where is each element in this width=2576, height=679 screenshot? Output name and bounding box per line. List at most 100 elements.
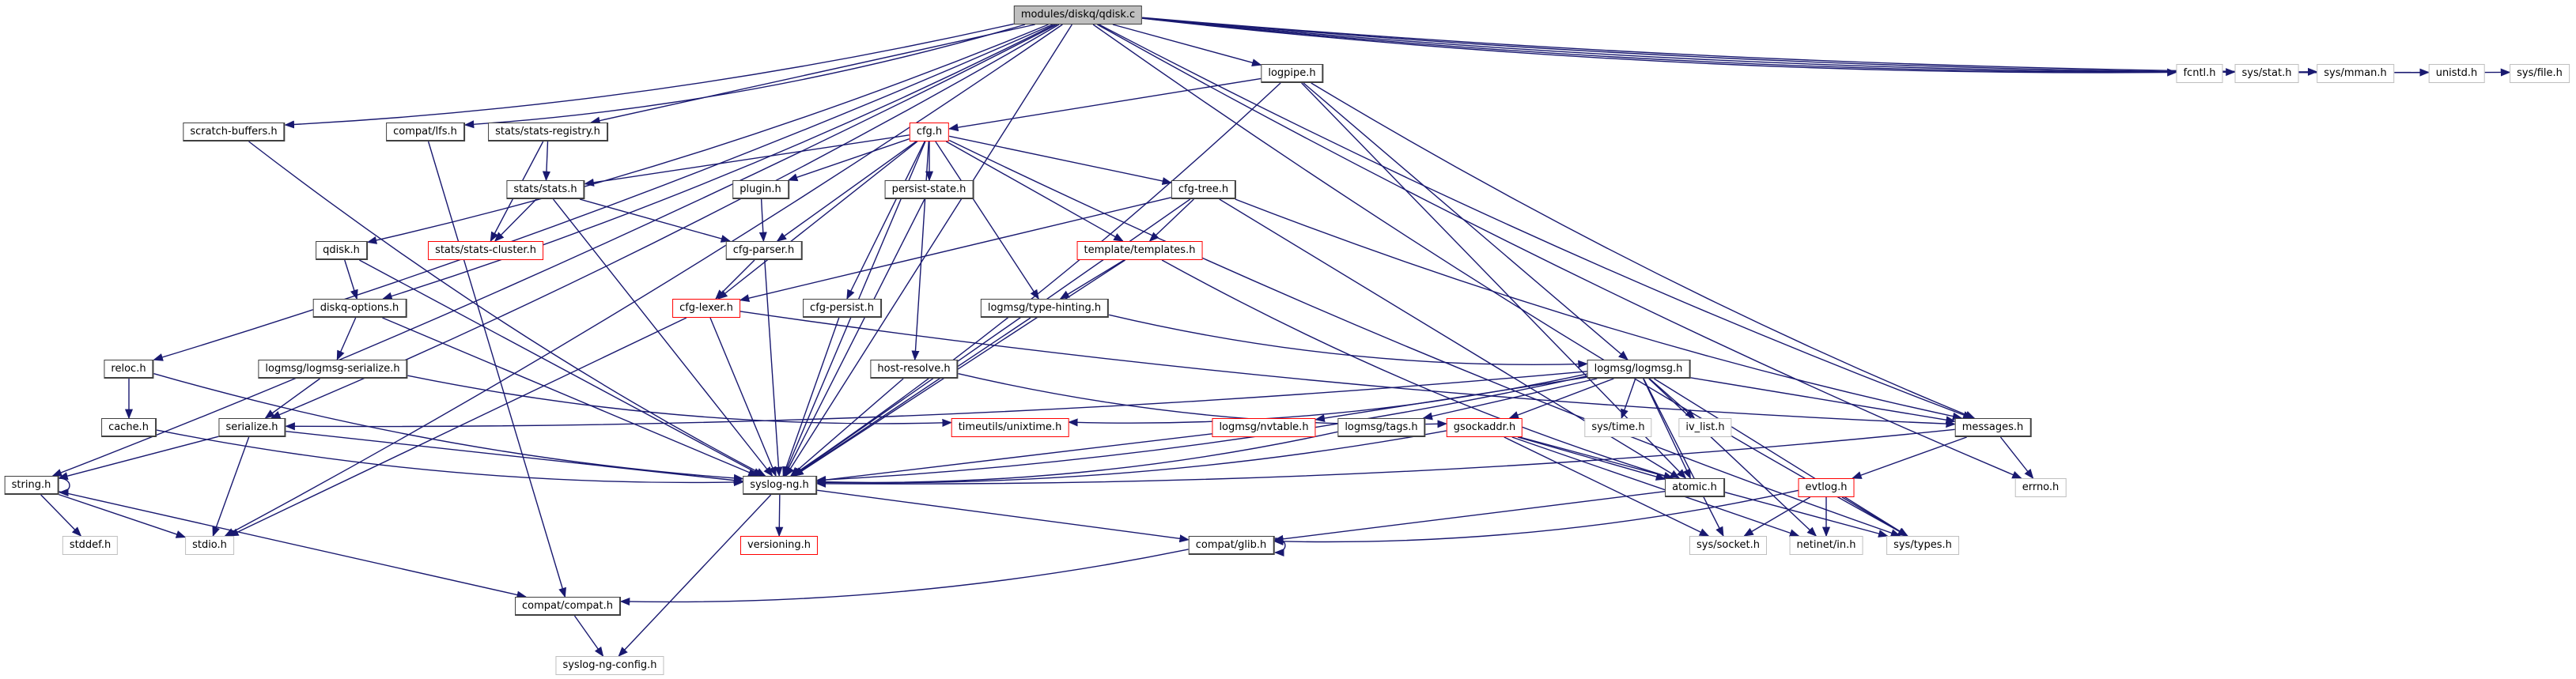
node-string[interactable]: string.h [4,476,59,495]
node-stdio[interactable]: stdio.h [185,536,234,555]
edge-qdisk-c-to-sys-stat [1142,17,2236,77]
node-unixtime[interactable]: timeutils/unixtime.h [951,418,1069,437]
node-qdisk-h[interactable]: qdisk.h [316,241,368,260]
node-label: errno.h [2022,481,2060,493]
edge-cfg-tree-to-syslog-ng [792,198,1191,477]
edge-serialize-to-stdio [212,436,250,538]
node-compat[interactable]: compat/compat.h [515,597,621,616]
node-diskq-options[interactable]: diskq-options.h [312,299,407,318]
node-tags[interactable]: logmsg/tags.h [1337,418,1426,437]
node-atomic[interactable]: atomic.h [1665,478,1725,497]
node-persist-state[interactable]: persist-state.h [884,180,974,199]
node-host-resolve[interactable]: host-resolve.h [870,360,959,379]
node-serialize[interactable]: serialize.h [218,418,286,437]
node-templates[interactable]: template/templates.h [1076,241,1203,260]
edge-qdisk-c-to-fcntl [1142,17,2177,77]
edge-qdisk-c-to-errno [1097,24,2022,479]
node-cfg[interactable]: cfg.h [909,123,950,141]
edge-cfg-to-templates [945,141,1124,242]
edge-qdisk-h-to-syslog-ng [359,259,763,477]
edge-stats-to-stats-cluster [494,198,537,242]
edge-syslog-ng-to-glib [816,489,1190,543]
node-type-hinting[interactable]: logmsg/type-hinting.h [980,299,1110,318]
node-evtlog[interactable]: evtlog.h [1798,478,1855,497]
edge-nvtable-to-syslog-ng [815,433,1212,485]
node-config[interactable]: syslog-ng-config.h [555,656,664,675]
edge-evtlog-to-sys-socket [1743,496,1810,537]
edge-cfg-parser-to-cfg-lexer [715,259,755,300]
node-reloc[interactable]: reloc.h [104,360,154,379]
edge-logmsg-to-gsockaddr [1508,378,1614,419]
node-sys-socket[interactable]: sys/socket.h [1689,536,1768,555]
node-cache[interactable]: cache.h [101,418,157,437]
edge-logmsg-to-sys-time [1621,378,1636,420]
node-lfs[interactable]: compat/lfs.h [386,123,465,141]
node-label: cfg.h [916,126,943,138]
edge-qdisk-c-to-lfs [463,24,1026,129]
node-stats-cluster[interactable]: stats/stats-cluster.h [428,241,543,260]
edge-cfg-to-host-resolve [911,141,929,361]
node-qdisk-c[interactable]: modules/diskq/qdisk.c [1013,6,1143,25]
edge-logmsg-to-netinet-in [1648,378,1818,537]
node-label: unistd.h [2435,67,2478,79]
edge-cfg-parser-to-syslog-ng [764,259,783,477]
node-label: atomic.h [1672,481,1717,493]
edge-host-resolve-to-syslog-ng [789,378,904,477]
edge-qdisk-c-to-diskq-options [382,24,1055,300]
node-gsockaddr[interactable]: gsockaddr.h [1446,418,1523,437]
node-messages[interactable]: messages.h [1954,418,2032,437]
edge-evtlog-to-sys-types [1841,496,1908,537]
node-logmsg-serialize[interactable]: logmsg/logmsg-serialize.h [258,360,408,379]
edge-cfg-to-cfg-lexer [717,141,918,300]
node-scratch[interactable]: scratch-buffers.h [183,123,286,141]
node-sys-types[interactable]: sys/types.h [1886,536,1959,555]
edge-stats-registry-to-stats [542,141,550,182]
node-cfg-lexer[interactable]: cfg-lexer.h [672,299,740,318]
edge-string-to-stddef [40,494,82,537]
node-glib[interactable]: compat/glib.h [1188,536,1275,555]
node-netinet-in[interactable]: netinet/in.h [1789,536,1863,555]
edge-logpipe-to-messages [1311,82,1976,419]
edge-templates-to-type-hinting [1059,259,1125,300]
node-unistd[interactable]: unistd.h [2428,64,2485,83]
edge-string-to-string [59,477,70,497]
edge-logmsg-to-atomic [1643,378,1691,480]
node-label: template/templates.h [1084,244,1196,256]
node-sys-file[interactable]: sys/file.h [2510,64,2570,83]
node-sys-stat[interactable]: sys/stat.h [2234,64,2299,83]
node-label: string.h [11,479,51,491]
node-label: sys/stat.h [2241,67,2292,79]
node-errno[interactable]: errno.h [2014,478,2067,497]
edge-logmsg-serialize-to-serialize [264,378,320,419]
edge-cfg-to-cfg-persist [846,141,925,300]
node-label: sys/time.h [1591,421,1645,433]
node-versioning[interactable]: versioning.h [740,536,819,555]
node-logpipe[interactable]: logpipe.h [1261,64,1324,83]
edge-gsockaddr-to-syslog-ng [815,430,1447,487]
node-sys-time[interactable]: sys/time.h [1584,418,1652,437]
node-fcntl[interactable]: fcntl.h [2176,64,2223,83]
edge-qdisk-c-to-sys-file [1142,17,2511,77]
edge-glib-to-compat [619,549,1189,606]
node-label: evtlog.h [1805,481,1848,493]
node-sys-mman[interactable]: sys/mman.h [2317,64,2394,83]
edge-compat-to-config [573,615,604,658]
edge-reloc-to-syslog-ng [153,372,744,482]
node-label: timeutils/unixtime.h [958,421,1062,433]
node-cfg-persist[interactable]: cfg-persist.h [803,299,882,318]
node-stats-registry[interactable]: stats/stats-registry.h [488,123,608,141]
node-plugin[interactable]: plugin.h [732,180,789,199]
node-label: qdisk.h [323,244,360,256]
node-nvtable[interactable]: logmsg/nvtable.h [1212,418,1316,437]
node-cfg-tree[interactable]: cfg-tree.h [1171,180,1237,199]
node-syslog-ng[interactable]: syslog-ng.h [743,476,817,495]
node-logmsg[interactable]: logmsg/logmsg.h [1587,360,1691,379]
edge-atomic-to-glib [1273,491,1666,543]
node-cfg-parser[interactable]: cfg-parser.h [725,241,803,260]
node-label: compat/glib.h [1195,539,1267,551]
node-stats[interactable]: stats/stats.h [506,180,585,199]
edge-cache-to-syslog-ng [156,429,744,487]
node-iv-list[interactable]: iv_list.h [1678,418,1732,437]
node-label: gsockaddr.h [1453,421,1516,433]
node-stddef[interactable]: stddef.h [62,536,119,555]
